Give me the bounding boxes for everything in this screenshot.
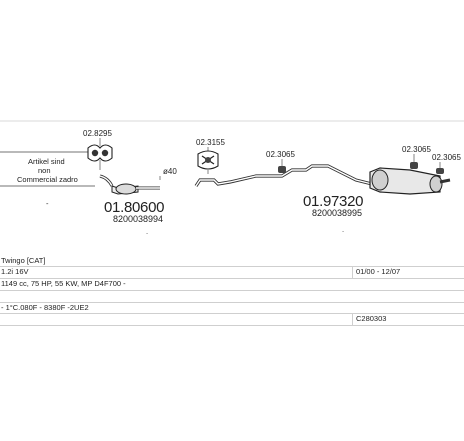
rear-silencer: 02.3065 02.3065: [369, 145, 461, 195]
vehicle-date-range: 01/00 - 12/07: [356, 267, 401, 276]
info-row-model: Twingo [CAT]: [0, 255, 464, 267]
info-row-remark: - 1°C.080F - 8380F -2UE2: [0, 302, 464, 314]
info-row-spec: 1149 cc, 75 HP, 55 KW, MP D4F700 -: [0, 278, 464, 291]
gasket-part: 02.8295: [83, 129, 113, 170]
hanger-rear-b-ref: 02.3065: [432, 153, 461, 162]
rear-part-oem: 8200038995: [312, 208, 362, 218]
note-line-3: Commercial zadro: [17, 175, 78, 184]
front-part-oem: 8200038994: [113, 214, 163, 224]
vehicle-model: Twingo [CAT]: [1, 256, 46, 265]
vehicle-spec: 1149 cc, 75 HP, 55 KW, MP D4F700 -: [1, 279, 126, 288]
hanger-rear-a-ref: 02.3065: [402, 145, 431, 154]
vehicle-engine: 1.2i 16V: [1, 267, 29, 276]
note-dash: -: [46, 199, 49, 208]
note-line-2: non: [38, 166, 51, 175]
gasket-ref: 02.8295: [83, 129, 112, 138]
info-row-empty: [0, 290, 464, 303]
middle-pipe: 02.3065: [194, 150, 373, 187]
hanger-mid-ref: 02.3065: [266, 150, 295, 159]
info-row-code: C280303: [0, 313, 464, 326]
divider-date: [352, 266, 353, 278]
vehicle-remark: - 1°C.080F - 8380F -2UE2: [1, 303, 89, 312]
info-row-engine: 1.2i 16V 01/00 - 12/07: [0, 266, 464, 279]
clamp-part: 02.3155: [196, 138, 225, 174]
rear-part-number: 01.97320: [303, 193, 363, 210]
clamp-ref: 02.3155: [196, 138, 225, 147]
rear-part-dot: .: [342, 225, 344, 234]
front-part-number: 01.80600: [104, 199, 164, 216]
divider-code: [352, 313, 353, 325]
note-line-1: Artikel sind: [28, 157, 65, 166]
front-part-dot: .: [146, 227, 148, 236]
front-pipe-catalyst: [99, 174, 161, 195]
pipe-diameter: ø40: [163, 167, 177, 176]
catalogue-code: C280303: [356, 314, 387, 323]
